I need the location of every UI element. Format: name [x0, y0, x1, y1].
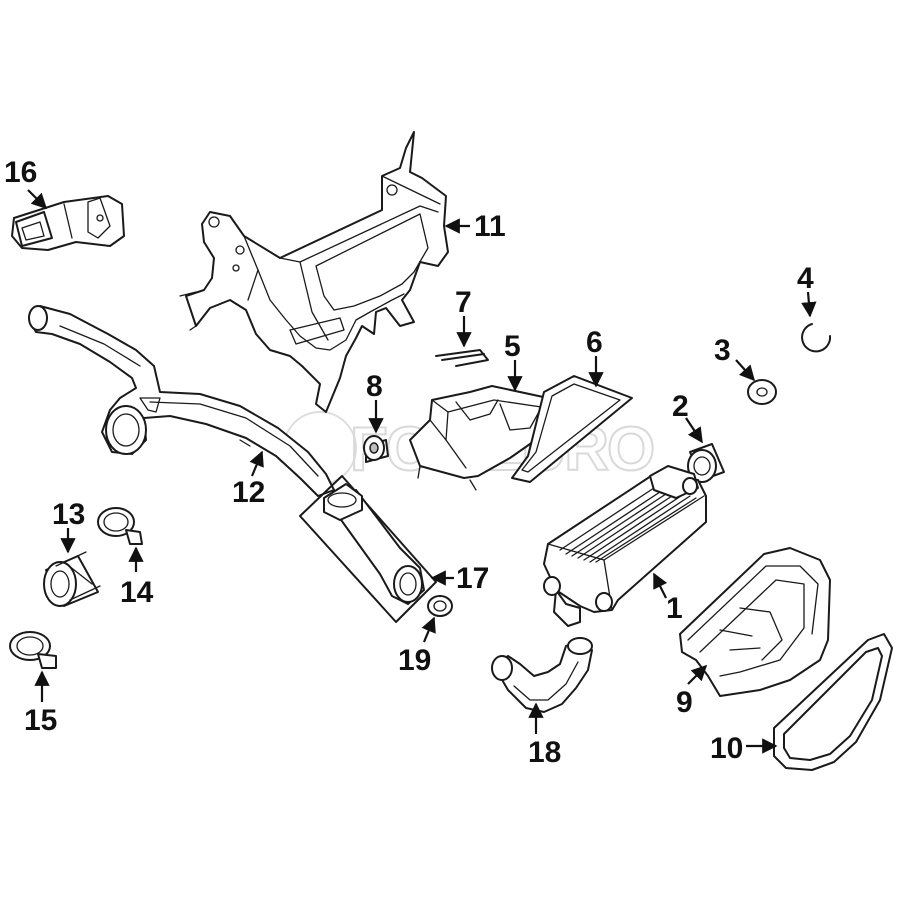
part-10-seal-gasket	[773, 633, 893, 771]
part-18-charge-hose	[491, 637, 593, 713]
part-19-seal-ring	[427, 595, 453, 617]
part-13-coupling-sleeve	[43, 551, 101, 607]
arrow-4	[801, 291, 817, 318]
callout-1: 1	[666, 592, 683, 625]
arrow-12	[249, 450, 264, 477]
callout-2: 2	[672, 390, 689, 423]
callout-9: 9	[676, 686, 693, 719]
part-17-hose-assembly	[299, 475, 437, 623]
callout-19: 19	[398, 644, 431, 677]
arrow-16	[27, 189, 48, 210]
part-2-grommet	[687, 443, 725, 483]
callout-3: 3	[714, 334, 731, 367]
arrow-1	[653, 572, 668, 599]
part-11-support-bracket	[179, 131, 449, 413]
arrow-9	[687, 664, 708, 685]
callout-7: 7	[455, 286, 472, 319]
callout-4: 4	[797, 262, 814, 295]
callout-16: 16	[4, 156, 37, 189]
part-15-hose-clamp	[9, 631, 57, 669]
callout-6: 6	[586, 326, 603, 359]
part-7-retaining-clip	[435, 349, 489, 367]
leader-arrows	[27, 189, 817, 754]
part-6-filter-frame	[511, 375, 633, 483]
callout-5: 5	[504, 330, 521, 363]
callout-13: 13	[52, 498, 85, 531]
arrow-19	[421, 616, 436, 643]
part-12-intake-pipe	[28, 305, 335, 497]
part-16-air-inlet-duct	[11, 195, 125, 251]
part-1-intercooler	[543, 465, 707, 627]
callout-18: 18	[528, 736, 561, 769]
part-4-circlip	[801, 323, 832, 353]
part-3-washer	[747, 379, 777, 405]
part-9-air-duct-housing	[679, 547, 831, 697]
arrow-2	[685, 417, 703, 444]
callout-8: 8	[366, 370, 383, 403]
callout-17: 17	[456, 562, 489, 595]
callout-12: 12	[232, 476, 265, 509]
callout-10: 10	[710, 732, 743, 765]
callout-14: 14	[120, 576, 154, 609]
callout-15: 15	[24, 704, 57, 737]
callout-11: 11	[474, 210, 506, 243]
arrow-3	[735, 359, 756, 382]
callout-labels: 16 11 7 5 6 4 3 2 8 12 13 14 15 17 19 1 …	[4, 156, 814, 769]
part-14-hose-clamp	[97, 507, 143, 545]
part-8-grommet	[363, 435, 389, 463]
